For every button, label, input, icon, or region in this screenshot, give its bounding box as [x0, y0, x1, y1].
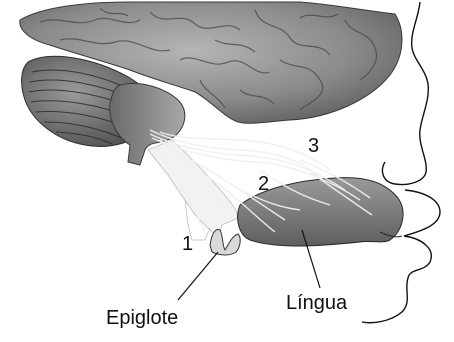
label-1: 1	[182, 233, 193, 255]
label-3: 3	[308, 135, 319, 157]
leader-epiglote	[178, 252, 218, 300]
epiglottis	[210, 230, 240, 255]
label-epiglote: Epiglote	[106, 307, 178, 329]
label-lingua: Língua	[286, 292, 348, 314]
label-2: 2	[258, 173, 269, 195]
